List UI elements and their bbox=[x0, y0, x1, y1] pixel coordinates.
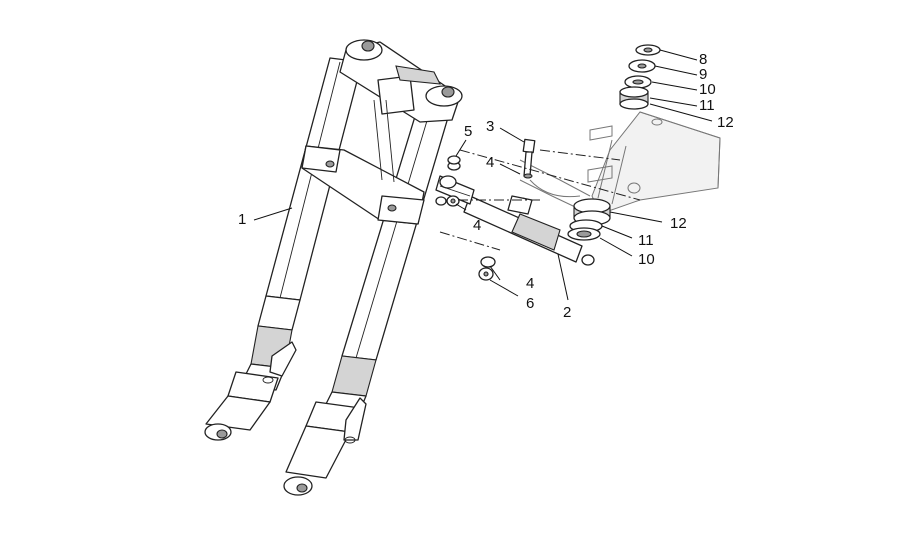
callout-5: 5 bbox=[464, 123, 472, 140]
callout-2: 2 bbox=[563, 304, 571, 321]
callout-8: 8 bbox=[699, 51, 707, 68]
small-hardware bbox=[435, 155, 496, 281]
steering-damper bbox=[435, 175, 595, 266]
lower-bearing-stack bbox=[567, 198, 611, 241]
callout-10-upper: 10 bbox=[699, 81, 716, 98]
fork-leg-left bbox=[204, 57, 363, 441]
callout-12-lower: 12 bbox=[670, 215, 687, 232]
upper-bearing-stack bbox=[619, 44, 661, 110]
callout-labels: 1 2 3 4 4 4 5 6 8 9 10 11 12 12 11 10 bbox=[238, 51, 734, 321]
frame-steering-head bbox=[519, 111, 721, 215]
callout-3: 3 bbox=[486, 118, 494, 135]
callout-11-lower: 11 bbox=[638, 232, 654, 249]
callout-6: 6 bbox=[526, 295, 534, 312]
callout-12-upper: 12 bbox=[717, 114, 734, 131]
callout-10-lower: 10 bbox=[638, 251, 655, 268]
leader-lines bbox=[253, 49, 713, 301]
lower-triple-clamp bbox=[301, 99, 425, 225]
assembly-axis-lines bbox=[439, 149, 641, 251]
fork-leg-right bbox=[283, 99, 453, 496]
callout-11-upper: 11 bbox=[699, 97, 715, 114]
callout-4-upper: 4 bbox=[486, 154, 494, 171]
callout-4-lower: 4 bbox=[526, 275, 534, 292]
callout-1: 1 bbox=[238, 211, 246, 228]
bolt-part-3 bbox=[522, 138, 536, 179]
callout-4-middle: 4 bbox=[473, 217, 481, 234]
upper-triple-clamp bbox=[339, 39, 463, 123]
callout-9: 9 bbox=[699, 66, 707, 83]
